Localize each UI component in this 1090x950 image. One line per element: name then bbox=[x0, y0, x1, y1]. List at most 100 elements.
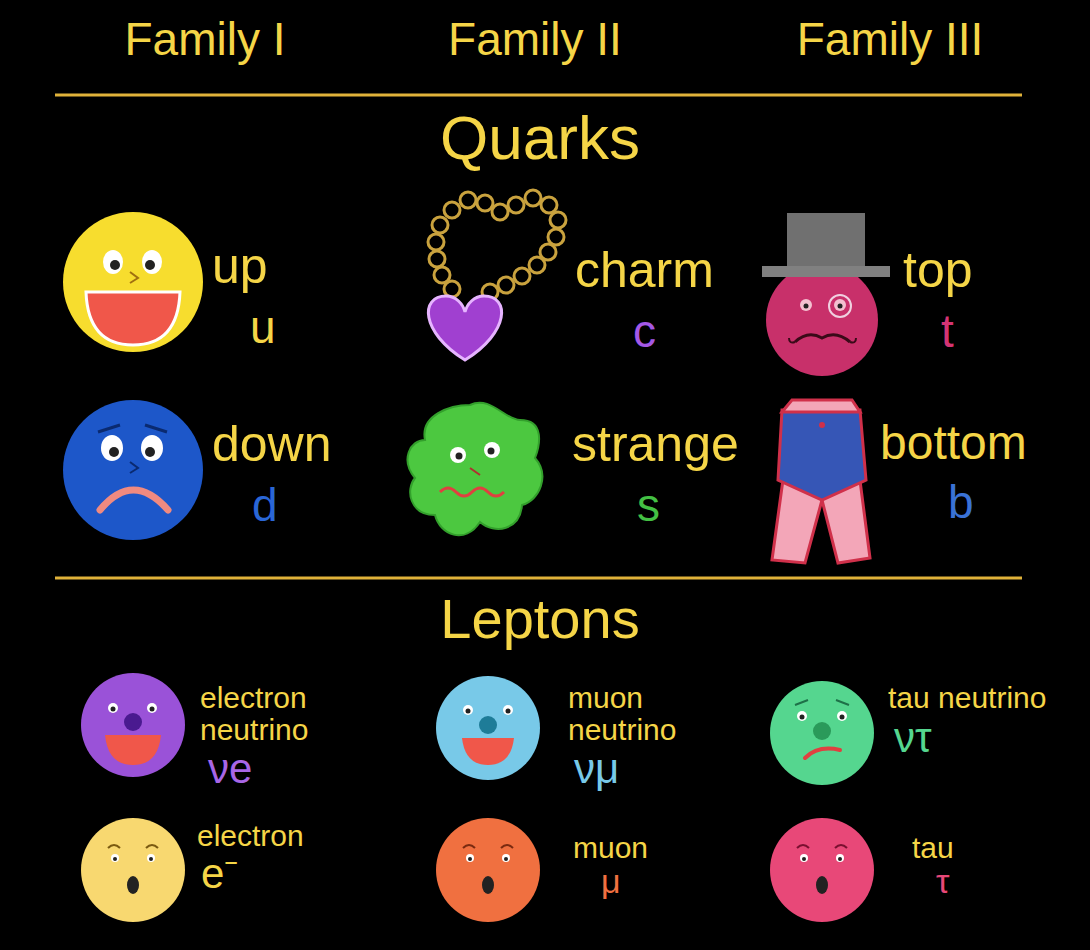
charm-necklace-part bbox=[525, 190, 541, 206]
particle-entry: tauτ bbox=[912, 832, 956, 902]
particle-name: up bbox=[212, 240, 268, 293]
family-header: Family II bbox=[448, 14, 622, 65]
electron-neutrino-face-part bbox=[147, 703, 157, 713]
particle-symbol: u bbox=[212, 303, 276, 351]
strange-blob-part bbox=[408, 403, 543, 536]
section-heading: Leptons bbox=[440, 588, 639, 650]
particle-entry: muonμ bbox=[573, 832, 651, 902]
down-face-part bbox=[100, 490, 168, 510]
particle-name: bottom bbox=[880, 418, 1027, 468]
muon-neutrino-face bbox=[436, 676, 540, 780]
tau-face-part bbox=[800, 854, 808, 862]
tau-face bbox=[770, 818, 874, 922]
particle-symbol: d bbox=[212, 481, 278, 529]
electron-face-part bbox=[108, 845, 158, 848]
charm-necklace-part bbox=[432, 217, 448, 233]
top-face-part bbox=[789, 338, 856, 343]
particle-symbol: t bbox=[903, 307, 954, 355]
down-face-part bbox=[101, 435, 123, 461]
divider-lines bbox=[55, 95, 1022, 578]
charm-necklace-part bbox=[429, 251, 445, 267]
up-face-part bbox=[130, 272, 138, 283]
electron-neutrino-face-part bbox=[108, 703, 118, 713]
strange-blob-part bbox=[450, 447, 466, 463]
particle-name: electron bbox=[197, 820, 304, 852]
up-face-part bbox=[142, 250, 162, 274]
electron-face-part bbox=[147, 854, 155, 862]
strange-blob-part bbox=[484, 442, 500, 458]
top-face-part bbox=[766, 264, 878, 376]
electron-face-part bbox=[81, 818, 185, 922]
charm-necklace-part bbox=[508, 197, 524, 213]
particle-name: strange bbox=[572, 418, 739, 471]
particle-symbol: c bbox=[575, 307, 656, 355]
down-face-part bbox=[98, 425, 167, 432]
charm-necklace-part bbox=[550, 212, 566, 228]
charm-necklace-part bbox=[529, 257, 545, 273]
charm-necklace-part bbox=[477, 195, 493, 211]
tau-face-part bbox=[797, 845, 847, 848]
up-face-part bbox=[110, 260, 120, 270]
electron-face-part bbox=[113, 857, 117, 861]
down-face-part bbox=[109, 447, 119, 457]
family-header: Family I bbox=[125, 14, 286, 65]
tau-neutrino-face-part bbox=[805, 749, 840, 758]
particle-name: top bbox=[903, 244, 973, 297]
muon-neutrino-face-part bbox=[436, 676, 540, 780]
strange-blob-part bbox=[488, 448, 495, 455]
tau-face-part bbox=[838, 857, 842, 861]
top-face-part bbox=[795, 335, 850, 342]
electron-face bbox=[81, 818, 185, 922]
tau-neutrino-face bbox=[770, 681, 874, 785]
top-face-part bbox=[838, 304, 843, 309]
tau-face-part bbox=[836, 854, 844, 862]
down-face-part bbox=[63, 400, 203, 540]
electron-neutrino-face bbox=[81, 673, 185, 777]
electron-face-part bbox=[127, 876, 139, 894]
down-face-part bbox=[141, 435, 163, 461]
muon-face bbox=[436, 818, 540, 922]
muon-face-part bbox=[463, 845, 513, 848]
charm-necklace-part bbox=[460, 192, 476, 208]
particle-name: down bbox=[212, 418, 332, 471]
particle-symbol: ντ bbox=[888, 716, 932, 760]
top-face bbox=[762, 213, 890, 376]
muon-neutrino-face-part bbox=[479, 716, 497, 734]
particle-name: tau neutrino bbox=[888, 682, 1046, 714]
charm-necklace-part bbox=[514, 268, 530, 284]
bottom-shorts bbox=[772, 400, 870, 563]
top-face-part bbox=[787, 213, 865, 271]
particle-name: muon bbox=[573, 832, 648, 864]
particle-symbol: s bbox=[572, 481, 660, 529]
tau-neutrino-face-part bbox=[800, 715, 805, 720]
muon-face-part bbox=[468, 857, 472, 861]
electron-neutrino-face-part bbox=[105, 735, 161, 765]
muon-face-part bbox=[466, 854, 474, 862]
particle-symbol: b bbox=[880, 478, 974, 526]
particle-entry: up u bbox=[212, 240, 278, 353]
up-face bbox=[63, 212, 203, 352]
particle-entry: bottom b bbox=[880, 418, 1029, 529]
section-heading: Quarks bbox=[440, 104, 640, 172]
strange-blob bbox=[408, 403, 543, 536]
tau-neutrino-face-part bbox=[840, 715, 845, 720]
down-face-part bbox=[130, 462, 138, 473]
charm-necklace-part bbox=[492, 204, 508, 220]
up-face-part bbox=[86, 292, 180, 345]
muon-face-part bbox=[482, 876, 494, 894]
particle-entry: top t bbox=[903, 244, 975, 357]
up-face-part bbox=[63, 212, 203, 352]
particle-entry: muon neutrinoνμ bbox=[568, 682, 740, 794]
electron-neutrino-face-part bbox=[150, 707, 155, 712]
top-face-part bbox=[800, 299, 812, 311]
charm-necklace-part bbox=[428, 234, 444, 250]
tau-neutrino-face-part bbox=[813, 722, 831, 740]
particle-entry: electron neutrinoνe bbox=[200, 682, 372, 794]
electron-neutrino-face-part bbox=[124, 713, 142, 731]
muon-face-part bbox=[502, 854, 510, 862]
divider-lines-part bbox=[55, 94, 1022, 97]
particle-entry: charmc bbox=[575, 244, 716, 357]
particle-name: electron neutrino bbox=[200, 682, 370, 745]
muon-face-part bbox=[436, 818, 540, 922]
charm-necklace-part bbox=[548, 229, 564, 245]
